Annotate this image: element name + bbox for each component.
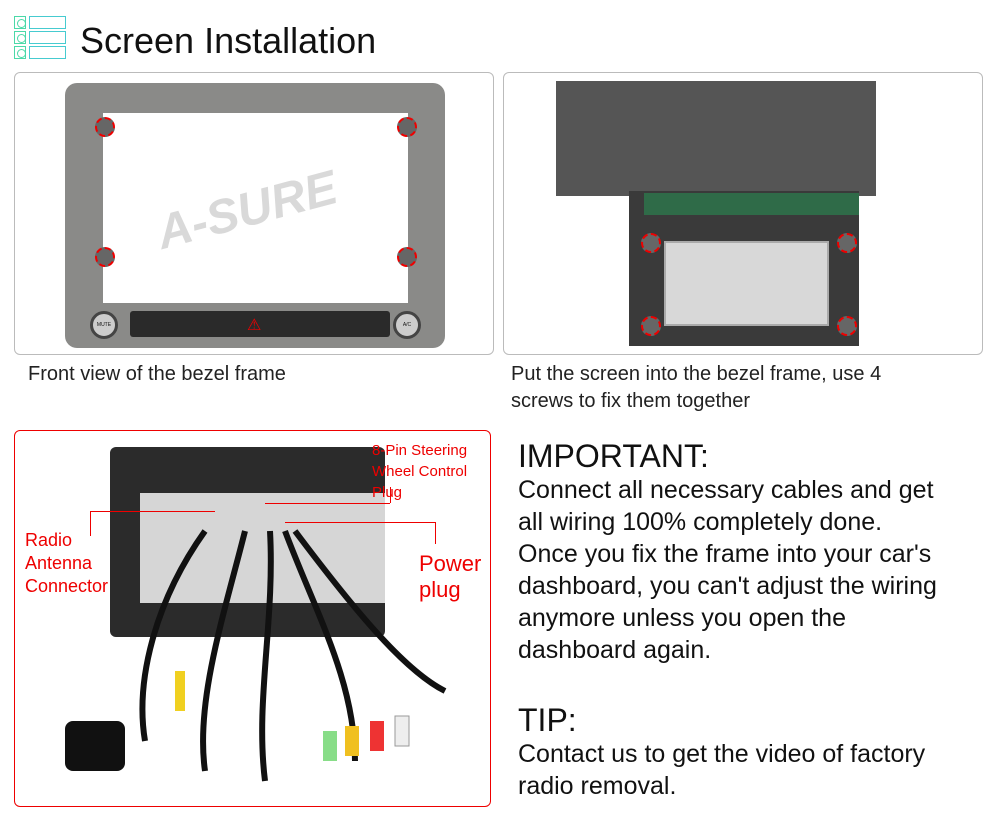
tip-line: radio removal. — [518, 772, 677, 800]
steering-label-3: Plug — [372, 484, 403, 501]
important-line: all wiring 100% completely done. — [518, 508, 883, 536]
power-label-1: Power — [419, 551, 482, 576]
steering-label-1: 8-Pin Steering — [372, 442, 468, 459]
mute-knob: MUTE — [90, 311, 118, 339]
front-bezel-photo: A-SURE ⚠ MUTE A/C — [14, 72, 494, 355]
antenna-label-3: Connector — [25, 576, 109, 596]
ac-knob: A/C — [393, 311, 421, 339]
antenna-label-2: Antenna — [25, 553, 93, 573]
back-bezel-photo — [503, 72, 983, 355]
hazard-icon: ⚠ — [247, 317, 262, 334]
wiring-photo: 8-Pin Steering Wheel Control Plug Radio … — [14, 430, 491, 807]
important-line: dashboard, you can't adjust the wiring — [518, 572, 937, 600]
important-section: IMPORTANT: Connect all necessary cables … — [518, 438, 937, 666]
antenna-label-1: Radio — [25, 530, 73, 550]
important-line: anymore unless you open the — [518, 604, 846, 632]
important-line: Connect all necessary cables and get — [518, 476, 934, 504]
power-label-2: plug — [419, 577, 461, 602]
tip-section: TIP: Contact us to get the video of fact… — [518, 702, 925, 802]
important-line: Once you fix the frame into your car's — [518, 540, 932, 568]
important-line: dashboard again. — [518, 636, 712, 664]
cables — [65, 529, 447, 782]
tip-line: Contact us to get the video of factory — [518, 740, 926, 768]
list-icon — [14, 16, 66, 60]
steering-label-2: Wheel Control — [372, 463, 468, 480]
back-caption-line2: screws to fix them together — [511, 390, 750, 412]
page-title: Screen Installation — [80, 20, 377, 61]
back-caption-line1: Put the screen into the bezel frame, use… — [511, 363, 882, 385]
tip-heading: TIP: — [518, 702, 577, 738]
front-caption: Front view of the bezel frame — [28, 363, 286, 385]
important-heading: IMPORTANT: — [518, 438, 709, 474]
